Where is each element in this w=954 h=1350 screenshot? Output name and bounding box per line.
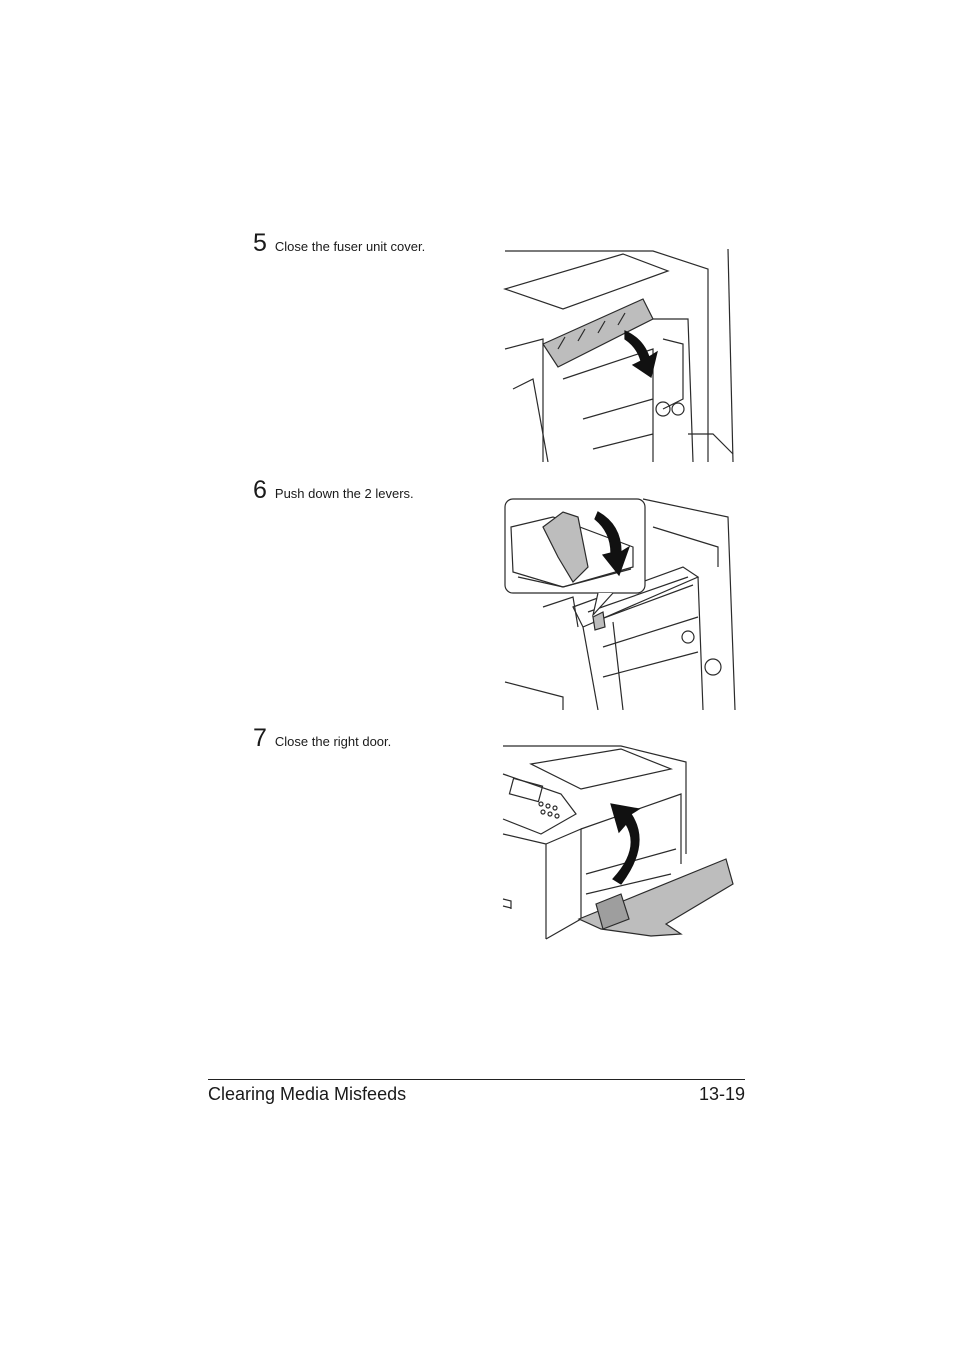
step-instruction: Close the fuser unit cover. <box>274 239 426 254</box>
step-instruction: Close the right door. <box>274 734 392 749</box>
footer-section-title: Clearing Media Misfeeds <box>208 1084 407 1104</box>
step-number: 5 <box>253 229 267 257</box>
step-number: 7 <box>253 724 267 752</box>
footer-divider <box>208 1079 745 1080</box>
step-7: 7 Close the right door. <box>253 726 391 751</box>
close-door-illustration <box>501 744 739 946</box>
step-number: 6 <box>253 476 267 504</box>
push-levers-illustration <box>503 497 738 710</box>
footer-page-number: 13-19 <box>698 1084 745 1104</box>
step-6: 6 Push down the 2 levers. <box>253 478 414 503</box>
step-5: 5 Close the fuser unit cover. <box>253 231 425 256</box>
fuser-cover-illustration <box>503 249 738 462</box>
step-instruction: Push down the 2 levers. <box>274 486 414 501</box>
